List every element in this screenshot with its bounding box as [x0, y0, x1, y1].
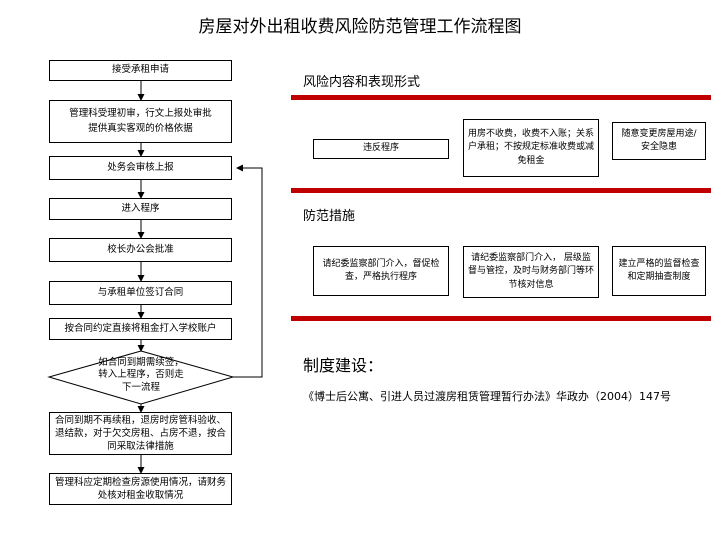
- flow-step-affairs-meeting: 处务会审核上报: [49, 156, 232, 180]
- step-label: 校长办公会批准: [107, 243, 174, 255]
- prevent-heading: 防范措施: [303, 209, 356, 224]
- risk-item-procedure: 违反程序: [313, 139, 449, 159]
- step-label: 进入程序: [121, 202, 160, 214]
- prevent-item-supervision: 请纪委监察部门介入，督促检查，严格执行程序: [313, 246, 449, 296]
- step-label: 管理科受理初审，行文上报处审批: [69, 107, 212, 119]
- prevent-label: 请纪委监察部门介入，督促检查，严格执行程序: [322, 258, 440, 283]
- flow-step-accept-application: 接受承租申请: [49, 60, 232, 81]
- decision-line: 转入上程序，否则走: [98, 369, 184, 381]
- decision-diamond: [47, 350, 235, 405]
- risk-label: 用房不收费，收费不入账；关系户承租；不按规定标准收费或减免租金: [468, 128, 595, 166]
- flow-step-president-approval: 校长办公会批准: [49, 238, 232, 262]
- risk-item-usage: 随意变更房屋用途/安全隐患: [612, 122, 706, 160]
- prevent-item-inspection: 建立严格的监督检查和定期抽查制度: [612, 246, 706, 296]
- flow-step-enter-procedure: 进入程序: [49, 198, 232, 220]
- risk-heading: 风险内容和表现形式: [303, 75, 421, 90]
- prevent-item-verification: 请纪委监察部门介入， 层级监督与管控，及时与财务部门等环节核对信息: [463, 246, 599, 298]
- step-label: 处务会审核上报: [107, 161, 174, 173]
- decision-text: 如合同到期需续签， 转入上程序，否则走 下一流程: [86, 357, 196, 394]
- flow-step-sign-contract: 与承租单位签订合同: [49, 281, 232, 305]
- step-label: 合同到期不再续租，退房时房管科验收、退结款，对于欠交房租、占房不退，按合同采取法…: [54, 414, 226, 453]
- system-regulation: 《博士后公寓、引进人员过渡房租赁管理暂行办法》华政办（2004）147号: [303, 390, 671, 403]
- system-heading: 制度建设：: [303, 356, 384, 375]
- step-label: 按合同约定直接将租金打入学校账户: [64, 322, 217, 334]
- flow-step-initial-review: 管理科受理初审，行文上报处审批 提供真实客观的价格依据: [49, 100, 232, 143]
- step-label: 管理科应定期检查房源使用情况，请财务处核对租金收取情况: [54, 476, 226, 501]
- step-label: 提供真实客观的价格依据: [88, 122, 193, 134]
- risk-divider: [291, 95, 711, 100]
- risk-item-fees: 用房不收费，收费不入账；关系户承租；不按规定标准收费或减免租金: [463, 119, 599, 177]
- prevent-divider: [291, 188, 711, 193]
- decision-line: 下一流程: [121, 381, 160, 393]
- flow-step-contract-expiry: 合同到期不再续租，退房时房管科验收、退结款，对于欠交房租、占房不退，按合同采取法…: [49, 412, 232, 455]
- risk-label: 随意变更房屋用途/安全隐患: [621, 128, 697, 153]
- step-label: 与承租单位签订合同: [97, 286, 184, 298]
- page-title: 房屋对外出租收费风险防范管理工作流程图: [198, 17, 522, 37]
- decision-line: 如合同到期需续签，: [98, 357, 184, 368]
- system-divider: [291, 316, 711, 321]
- flow-step-periodic-check: 管理科应定期检查房源使用情况，请财务处核对租金收取情况: [49, 473, 232, 505]
- step-label: 接受承租申请: [111, 64, 169, 76]
- prevent-label: 建立严格的监督检查和定期抽查制度: [618, 258, 700, 283]
- risk-label: 违反程序: [362, 143, 399, 154]
- flow-step-rent-payment: 按合同约定直接将租金打入学校账户: [49, 318, 232, 340]
- prevent-label: 请纪委监察部门介入， 层级监督与管控，及时与财务部门等环节核对信息: [468, 252, 595, 290]
